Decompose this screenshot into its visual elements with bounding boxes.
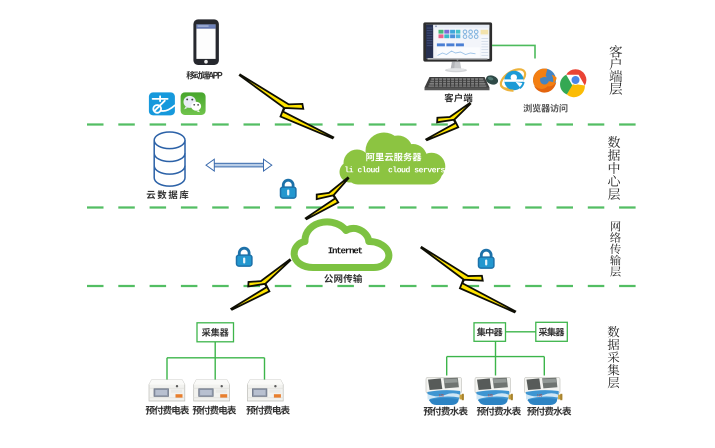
svg-text:126: 126 [439,394,445,398]
svg-text:126: 126 [488,394,494,398]
svg-text:126: 126 [537,394,543,398]
